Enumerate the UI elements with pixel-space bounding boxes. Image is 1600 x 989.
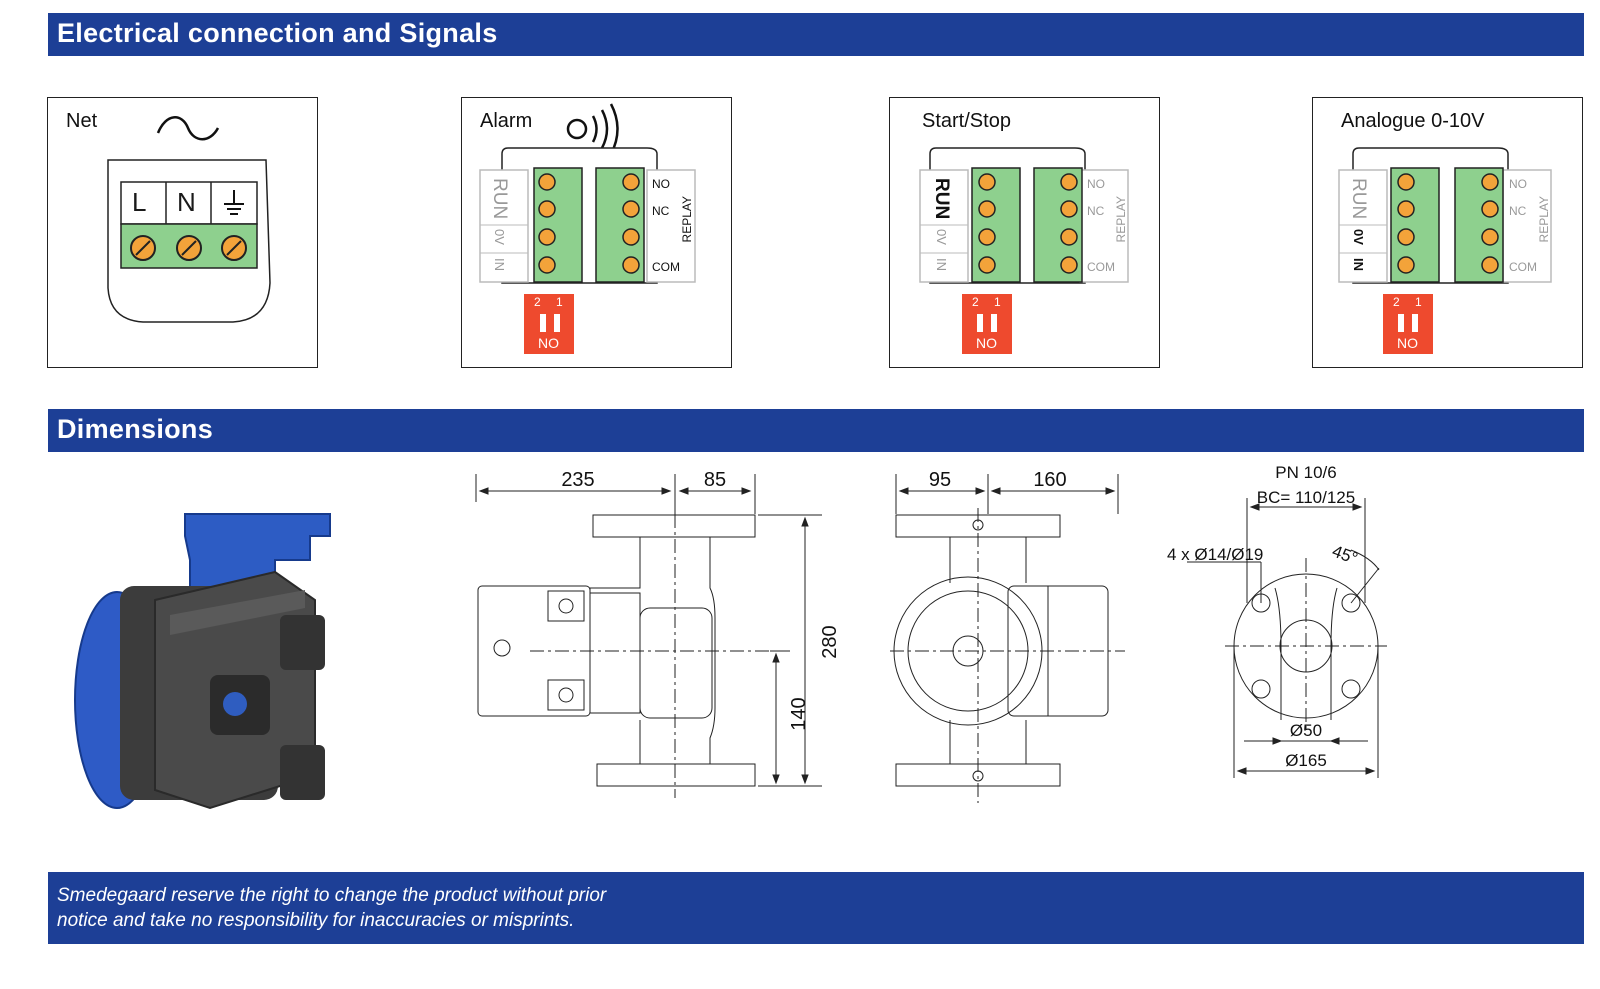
dim-front-width-b: 160 [1033,469,1066,491]
in-label: IN [934,258,949,271]
net-terminal-diagram [107,116,271,323]
panel-alarm: Alarm RUN 0V IN NO NC COM REPLAY 2 1 NO [461,97,732,368]
bolt-circle-label: BC= 110/125 [1257,488,1355,507]
pump-front-view-drawing: 95 160 [890,469,1125,803]
zero-volt-label: 0V [934,229,949,245]
no-label: NO [652,177,670,191]
pump-side-view-drawing: 235 85 280 140 [475,469,841,798]
screw-icon [221,235,247,261]
terminal-label-l: L [132,187,147,217]
run-label: RUN [1348,178,1369,220]
holes-label: 4 x Ø14/Ø19 [1167,545,1263,564]
flange-diameter-label: Ø165 [1285,751,1327,770]
flange-drawing: PN 10/6 BC= 110/125 4 x Ø14/Ø19 45° Ø50 … [1167,463,1387,778]
terminal-label-n: N [177,187,196,217]
alarm-terminal-diagram [479,103,696,354]
ac-symbol-icon [156,116,220,141]
panel-label: Net [66,110,98,132]
in-label: IN [492,258,507,271]
disclaimer-line: notice and take no responsibility for in… [57,910,575,931]
dip-number-1: 1 [994,295,1001,309]
pump-product-image [74,513,331,810]
signal-icon [566,103,619,155]
dim-height-half: 140 [788,697,810,730]
start-stop-terminal-diagram [919,147,1129,354]
dim-front-width-a: 95 [929,469,951,491]
no-label: NO [1509,177,1527,191]
panel-label: Analogue 0-10V [1341,110,1485,132]
analogue-terminal-diagram [1338,147,1552,354]
com-label: COM [1509,260,1537,274]
disclaimer-bar: Smedegaard reserve the right to change t… [48,872,1584,944]
section-title: Electrical connection and Signals [57,18,498,48]
no-label: NO [1087,177,1105,191]
section-header-electrical: Electrical connection and Signals [48,13,1584,56]
dip-number-2: 2 [1393,295,1400,309]
angle-label: 45° [1330,542,1361,569]
relay-label: REPLAY [680,196,694,243]
dip-number-2: 2 [972,295,979,309]
pressure-rating: PN 10/6 [1275,463,1336,482]
panel-start-stop: Start/Stop RUN 0V IN NO NC COM REPLAY 2 … [889,97,1160,368]
disclaimer-text: Smedegaard reserve the right to change t… [57,883,606,933]
dim-height-total: 280 [819,625,841,658]
run-label: RUN [931,178,952,220]
dim-side-width-a: 235 [561,469,594,491]
zero-volt-label: 0V [492,229,507,245]
panel-label: Start/Stop [922,110,1011,132]
com-label: COM [1087,260,1115,274]
run-label: RUN [489,178,510,220]
dip-on-label: NO [1397,335,1418,351]
nc-label: NC [652,204,670,218]
dim-side-width-b: 85 [704,469,726,491]
disclaimer-line: Smedegaard reserve the right to change t… [57,885,607,906]
section-header-dimensions: Dimensions [48,409,1584,452]
section-title: Dimensions [57,414,214,444]
screw-icon [130,235,156,261]
com-label: COM [652,260,680,274]
dip-number-1: 1 [556,295,563,309]
dip-number-1: 1 [1415,295,1422,309]
dip-on-label: NO [538,335,559,351]
bore-diameter-label: Ø50 [1290,721,1322,740]
panel-analogue: Analogue 0-10V RUN 0V IN NO NC COM REPLA… [1312,97,1583,368]
relay-label: REPLAY [1537,196,1551,243]
nc-label: NC [1509,204,1527,218]
relay-label: REPLAY [1114,196,1128,243]
screw-icon [176,235,202,261]
in-label: IN [1351,258,1366,271]
nc-label: NC [1087,204,1105,218]
dip-number-2: 2 [534,295,541,309]
panel-label: Alarm [480,110,533,132]
zero-volt-label: 0V [1351,229,1366,245]
panel-net: Net L N [47,97,318,368]
ground-icon [224,190,244,215]
dip-on-label: NO [976,335,997,351]
